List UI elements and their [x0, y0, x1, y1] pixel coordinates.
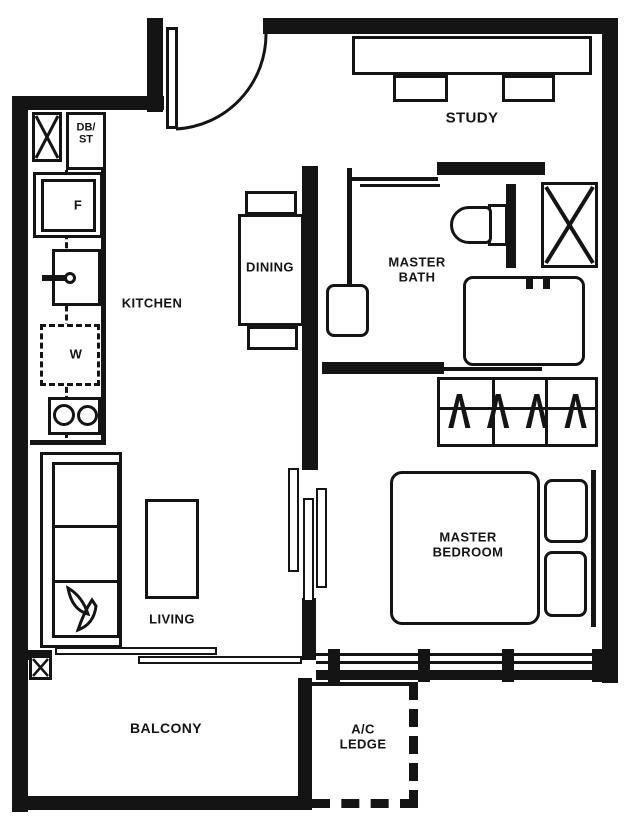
wardrobe-hangers: [440, 380, 595, 444]
bath-door-track-1: [352, 177, 438, 181]
entry-door-swing-arc: [175, 32, 268, 131]
wall-bath-south: [322, 362, 444, 374]
fridge-label: F: [73, 197, 83, 213]
fridge-inner: [41, 179, 96, 232]
hob-burner-right-icon: [77, 405, 98, 426]
column-x-icon: [32, 658, 49, 677]
bed: [390, 471, 540, 625]
wardrobe-rail-line: [437, 407, 598, 410]
window-mullion: [592, 649, 604, 682]
sofa-seat-divider-1: [53, 525, 119, 528]
pillow-2: [544, 551, 587, 617]
window-mullion: [328, 649, 340, 682]
hanger-icon: [564, 387, 587, 436]
wardrobe-top-line: [430, 367, 542, 371]
ac-ledge-label: A/C LEDGE: [339, 721, 387, 751]
bathtub-tap-tick-1: [526, 276, 533, 289]
study-label: STUDY: [445, 109, 499, 127]
faucet-knob-icon: [64, 272, 76, 284]
window-mullion: [502, 649, 514, 682]
ac-ledge-area: [312, 682, 418, 808]
wardrobe: [437, 377, 598, 447]
master-bath-label: MASTER BATH: [388, 254, 446, 284]
bedroom-window-outer-sill: [316, 670, 618, 680]
bed-headboard-line: [591, 470, 596, 627]
dining-label: DINING: [246, 259, 294, 275]
column-marker-box: [29, 655, 52, 680]
bath-door-track-2: [360, 184, 440, 187]
faucet-bar: [42, 275, 70, 281]
window-mullion: [418, 649, 430, 682]
db-st-box: [66, 112, 106, 170]
bath-vanity: [326, 284, 369, 337]
balcony-sliding-door-panel-1: [55, 647, 217, 655]
washer-label: W: [69, 346, 83, 362]
dining-chair-top: [245, 191, 297, 215]
wardrobe-divider-1: [492, 379, 495, 445]
toilet-bowl: [450, 206, 492, 244]
wall-balcony-right: [298, 678, 312, 810]
db-st-label: DB/ ST: [76, 121, 96, 146]
study-chair-1: [393, 75, 448, 102]
balcony-sliding-door-panel-2: [138, 656, 302, 664]
pillow-1: [544, 479, 588, 543]
wall-toilet-partition: [506, 184, 516, 268]
wall-study-south: [437, 162, 545, 175]
bedroom-window-line-2: [316, 661, 618, 664]
hob-burner-left-icon: [53, 404, 75, 426]
hanger-icon: [448, 387, 471, 436]
wall-right-outer: [602, 18, 618, 683]
plant-leaf-icon: [65, 585, 98, 633]
kitchen-counter-end: [30, 440, 106, 445]
hanger-icon: [487, 387, 510, 436]
entry-door-leaf: [166, 27, 178, 129]
dining-chair-bottom: [247, 326, 298, 350]
washer-box: [40, 324, 100, 386]
wall-hallway-east-lower: [302, 598, 316, 660]
wall-entry-stub: [147, 18, 163, 112]
sofa-seat-divider-2: [53, 580, 119, 583]
bedroom-sliding-door-panel-2: [303, 498, 314, 602]
wall-left-outer: [12, 96, 28, 812]
electrical-riser-box: [32, 112, 62, 162]
study-desk: [352, 36, 592, 75]
shower-stall: [541, 182, 598, 268]
kitchen-counter-edge: [101, 112, 106, 445]
master-bedroom-label: MASTER BEDROOM: [432, 529, 504, 559]
riser-x-icon: [35, 115, 59, 159]
wardrobe-divider-2: [545, 379, 548, 445]
bedroom-window-line-1: [316, 653, 618, 656]
coffee-table: [145, 499, 199, 599]
bathtub-tap-tick-2: [543, 276, 550, 289]
bedroom-sliding-door-panel-1: [288, 468, 299, 572]
balcony-label: BALCONY: [129, 720, 203, 737]
wall-balcony-bottom: [26, 796, 312, 810]
wall-hallway-east: [302, 166, 318, 470]
wall-top-left: [12, 96, 164, 110]
dining-table: [238, 214, 304, 326]
living-label: LIVING: [149, 611, 195, 627]
shower-x-icon: [544, 185, 595, 265]
wall-bath-west-thin: [347, 168, 352, 286]
study-chair-2: [502, 75, 555, 102]
kitchen-label: KITCHEN: [121, 295, 183, 311]
bedroom-sliding-door-panel-3: [316, 488, 327, 588]
wall-top: [263, 18, 618, 34]
bathtub: [463, 276, 585, 366]
